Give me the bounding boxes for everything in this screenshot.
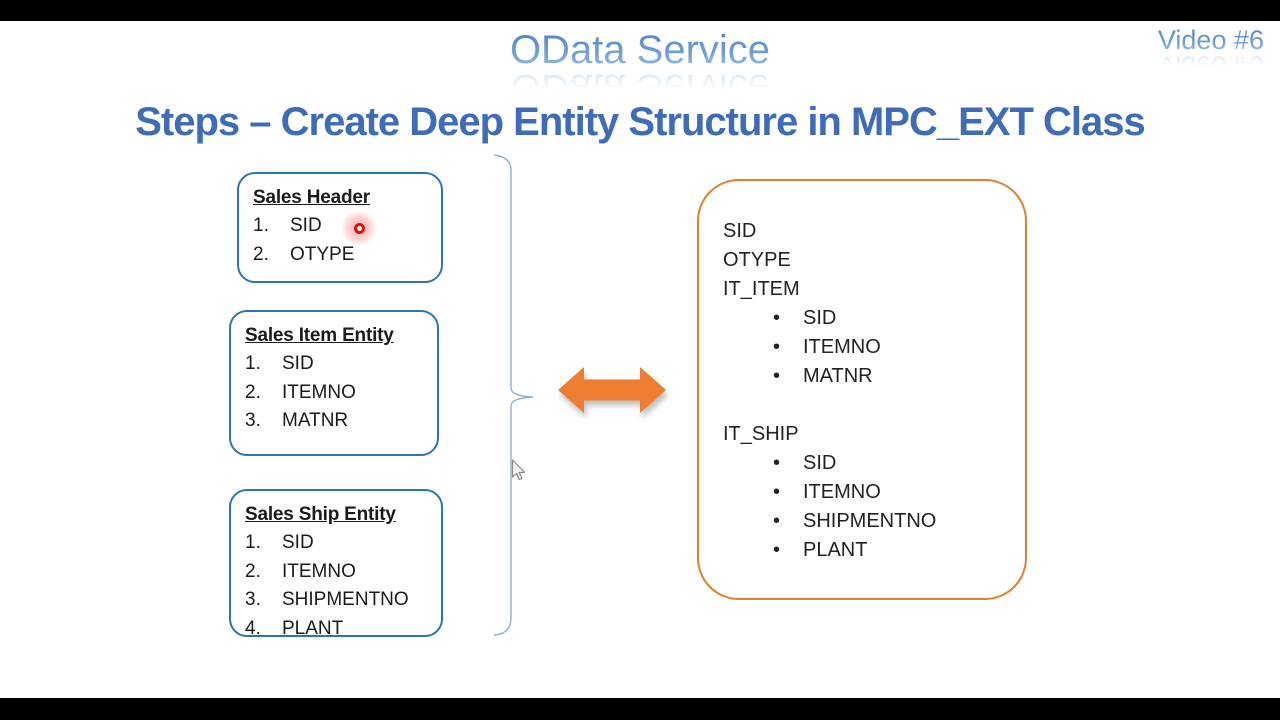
entity-field-list: SID ITEMNO MATNR <box>245 350 423 436</box>
letterbox-bottom-bar <box>0 698 1280 720</box>
field-label: SID <box>282 353 314 374</box>
list-item: ITEMNO <box>245 379 423 408</box>
page-title: Steps – Create Deep Entity Structure in … <box>135 100 1146 144</box>
list-item: SID <box>723 217 1017 246</box>
list-item: SHIPMENTNO <box>245 586 427 615</box>
deep-entity-structure-box: SID OTYPE IT_ITEM SID ITEMNO MATNR IT_SHIP … <box>697 179 1027 600</box>
video-number-text: Video #6 <box>1157 25 1264 55</box>
double-arrow-icon <box>558 367 666 413</box>
field-label: OTYPE <box>290 243 355 265</box>
field-label: SHIPMENTNO <box>803 510 937 532</box>
field-label: SID <box>723 220 757 242</box>
list-item: PLANT <box>245 615 427 644</box>
entity-box-sales-header: Sales Header SID OTYPE <box>237 172 443 283</box>
list-item: ITEMNO <box>245 558 427 587</box>
list-item: PLANT <box>723 536 1017 565</box>
list-item: SID <box>245 529 427 558</box>
entity-field-list: SID OTYPE <box>253 212 427 269</box>
slide-title: OData Service OData Service <box>0 30 1280 110</box>
slide-title-text: OData Service <box>0 30 1280 71</box>
field-label: SID <box>282 532 314 553</box>
list-item: MATNR <box>245 407 423 436</box>
entity-box-title: Sales Header <box>253 187 370 208</box>
laser-pointer-dot <box>341 210 377 246</box>
field-label: SHIPMENTNO <box>282 589 409 610</box>
entity-field-list: SID ITEMNO SHIPMENTNO PLANT <box>245 529 427 643</box>
video-number-reflection: Video #6 <box>1157 50 1264 81</box>
list-item: SID <box>723 304 1017 333</box>
field-label: ITEMNO <box>282 381 356 403</box>
list-item: SHIPMENTNO <box>723 507 1017 536</box>
letterbox-top-bar <box>0 0 1280 21</box>
table-name: IT_SHIP <box>723 423 799 445</box>
field-label: SID <box>290 215 322 236</box>
grouping-brace <box>493 154 534 636</box>
field-label: MATNR <box>282 410 349 431</box>
list-item: ITEMNO <box>723 478 1017 507</box>
table-field-list: SID ITEMNO SHIPMENTNO PLANT <box>723 449 1017 565</box>
field-label: SID <box>803 307 837 329</box>
deep-table-group-it-ship: IT_SHIP SID ITEMNO SHIPMENTNO PLANT <box>723 420 1017 565</box>
field-label: SID <box>803 452 837 474</box>
deep-table-group-it-item: IT_ITEM SID ITEMNO MATNR <box>723 275 1017 391</box>
deep-header-fields: SID OTYPE <box>723 217 1017 275</box>
entity-box-sales-item: Sales Item Entity SID ITEMNO MATNR <box>229 310 439 456</box>
entity-box-title: Sales Item Entity <box>245 325 394 346</box>
field-label: ITEMNO <box>803 481 881 503</box>
table-field-list: SID ITEMNO MATNR <box>723 304 1017 391</box>
field-label: PLANT <box>282 617 344 639</box>
entity-box-title: Sales Ship Entity <box>245 504 396 525</box>
entity-box-sales-ship: Sales Ship Entity SID ITEMNO SHIPMENTNO PLA… <box>229 489 443 639</box>
field-label: PLANT <box>803 539 868 561</box>
video-number-badge: Video #6 Video #6 <box>1157 25 1264 81</box>
field-label: MATNR <box>803 365 873 387</box>
laser-pointer-ring <box>353 222 365 234</box>
list-item: ITEMNO <box>723 333 1017 362</box>
list-item: SID <box>245 350 423 379</box>
table-name: IT_ITEM <box>723 278 800 300</box>
field-label: ITEMNO <box>803 336 881 358</box>
field-label: OTYPE <box>723 249 791 271</box>
list-item: SID <box>723 449 1017 478</box>
mouse-cursor <box>511 459 526 481</box>
list-item: OTYPE <box>253 241 427 270</box>
list-item: MATNR <box>723 362 1017 391</box>
list-item: OTYPE <box>723 246 1017 275</box>
field-label: ITEMNO <box>282 560 356 582</box>
list-item: SID <box>253 212 427 241</box>
